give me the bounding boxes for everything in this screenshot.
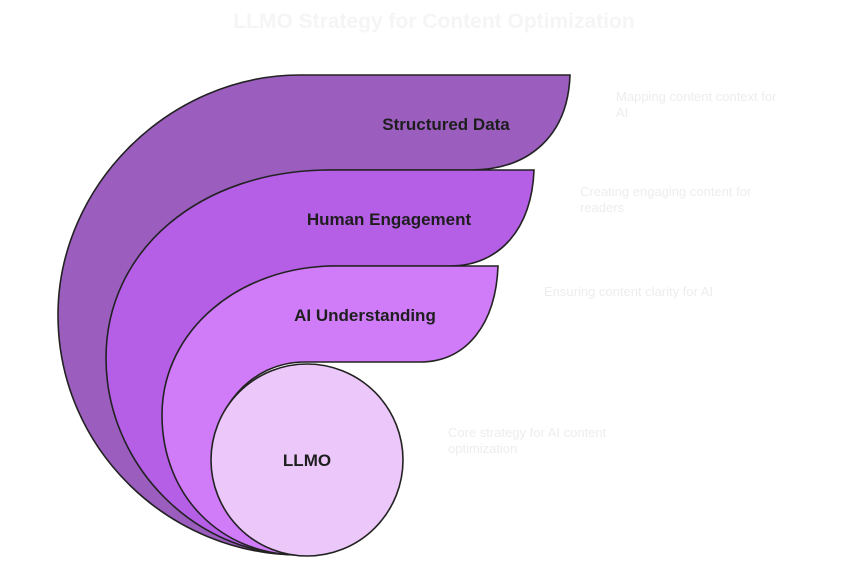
ai-understanding-description-line-1: Ensuring content clarity for AI	[544, 284, 713, 299]
structured-data-label: Structured Data	[382, 115, 510, 134]
human-engagement-label: Human Engagement	[307, 210, 472, 229]
llmo-label: LLMO	[283, 451, 331, 470]
structured-data-description-line-1: Mapping content context for	[616, 89, 777, 104]
llmo-description-line-2: optimization	[448, 441, 517, 456]
diagram-title: LLMO Strategy for Content Optimization	[233, 10, 634, 33]
llmo-core-circle	[210, 363, 404, 557]
structured-data-description-line-2: AI	[616, 105, 628, 120]
human-engagement-description: Creating engaging content for readers	[580, 184, 755, 215]
human-engagement-description-line-1: Creating engaging content for	[580, 184, 752, 199]
human-engagement-description-line-2: readers	[580, 200, 625, 215]
structured-data-description: Mapping content context for AI	[616, 89, 780, 120]
ai-understanding-label: AI Understanding	[294, 306, 436, 325]
llmo-description: Core strategy for AI content optimizatio…	[448, 425, 610, 456]
ai-understanding-description: Ensuring content clarity for AI	[544, 284, 713, 299]
llmo-description-line-1: Core strategy for AI content	[448, 425, 607, 440]
